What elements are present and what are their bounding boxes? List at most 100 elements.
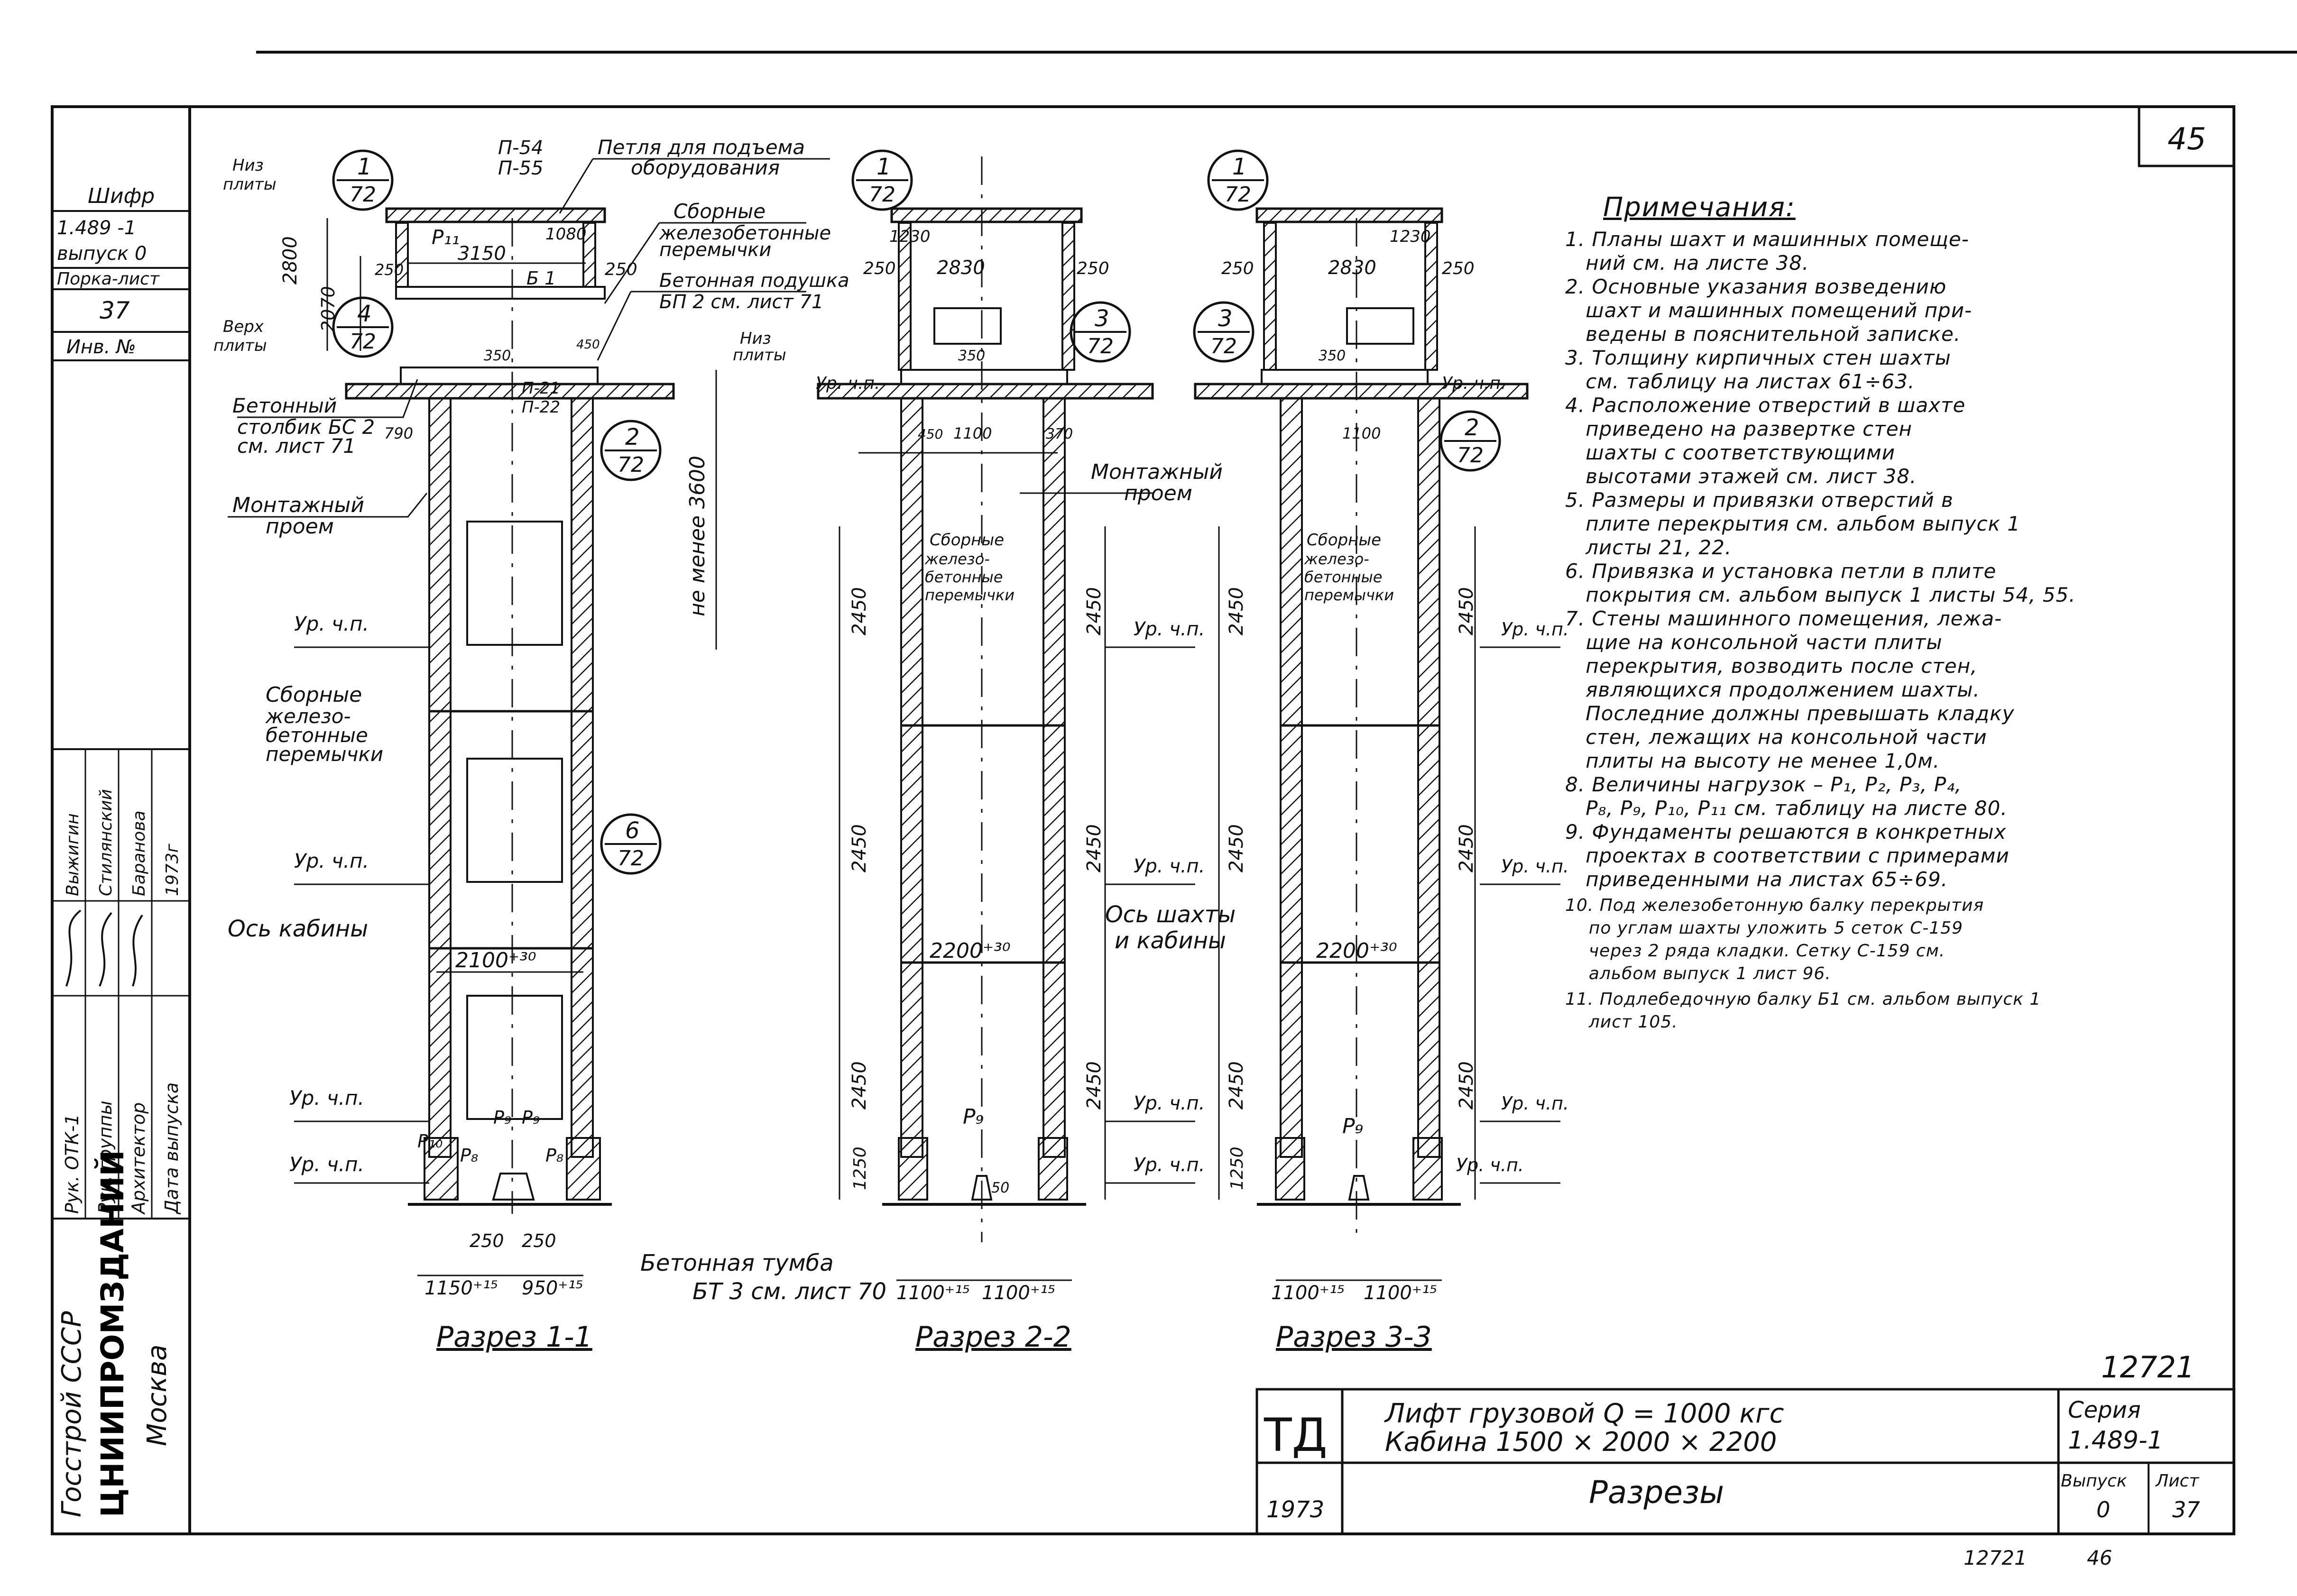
callout-1-72-a: 1 72 [332,149,394,211]
cipher-label: Шифр [88,184,155,208]
svg-text:1: 1 [1232,154,1247,180]
label-niz-plity-b: Низ [740,329,771,348]
label-verh-plity: Верх [223,317,264,336]
footer-num: 46 [2087,1546,2112,1569]
level-2-2-b: Ур. ч.п. [1134,855,1205,877]
year: 1973 [1266,1496,1324,1523]
callout-2-72-a: 2 72 [600,420,662,481]
labels: П-54 П-55 Петля для подъема оборудования… [213,136,1569,1305]
level-1-1-c: Ур. ч.п. [289,1086,364,1110]
label-p55: П-55 [498,157,543,179]
level-1-1-d: Ур. ч.п. [289,1153,364,1176]
svg-text:2: 2 [625,424,640,450]
dim-1100-c: 1100⁺¹⁵ [896,1282,970,1304]
series-value: 1.489-1 [2068,1426,2163,1455]
label-sborn3: перемычки [659,239,771,261]
notes-block: Примечания: 1. Планы шахт и машинных пом… [1565,192,2229,1034]
label-p9-left-b: P₉ [522,1107,540,1128]
level-3-3-d: Ур. ч.п. [1456,1155,1524,1175]
dim-950: 950⁺¹⁵ [522,1277,583,1299]
label-b1: Б 1 [526,268,556,289]
name-3: Баранова [129,810,149,896]
svg-text:72: 72 [1457,443,1484,468]
svg-text:6: 6 [625,817,640,844]
callout-1-72-c: 1 72 [1207,149,1269,211]
note-4: 4. Расположение отверстий в шахте привед… [1565,394,1966,488]
svg-text:3: 3 [1218,305,1233,332]
note-1: 1. Планы шахт и машинных помеще- ний см.… [1565,228,1969,275]
dim-790: 790 [384,424,413,442]
label-p22: П-22 [522,398,560,417]
dim-2830-b: 2830 [1328,257,1376,279]
level-1-1-b: Ур. ч.п. [294,849,369,872]
label-sb-small2-b: железо- [1304,550,1369,568]
sheet-frame [51,105,2235,1535]
series-label: Серия [2068,1397,2141,1423]
label-sb-small4-a: перемычки [925,586,1015,604]
dim-1230: 1230 [889,227,931,246]
org-line-3: Москва [142,1344,173,1446]
sheet-value: 37 [100,297,130,324]
org-line-2: ЦНИИПРОМЗДАНИЙ [94,1150,131,1517]
dim-450-b: 450 [918,426,943,442]
callout-3-72-b: 3 72 [1193,301,1255,363]
dim-1100-b: 1100 [1342,424,1381,442]
note-11: 11. Подлебедочную балку Б1 см. альбом вы… [1565,990,2041,1032]
label-p9-2-2: P₉ [963,1105,984,1129]
section-3-3 [1194,207,1560,1281]
note-10: 10. Под железобетонную балку перекрытия … [1565,896,1984,983]
dim-250-f: 250 [1442,259,1475,278]
dim-2450-f: 2450 [1083,1061,1105,1110]
dim-350-a: 350 [484,348,511,364]
label-sb-small2-a: железо- [924,550,990,568]
label-p11: P₁₁ [432,226,460,249]
org-block: Госстрой СССР ЦНИИПРОМЗДАНИЙ Москва [56,1150,173,1517]
label-ne-menee: не менее 3600 [685,456,710,616]
label-niz-plity2: плиты [223,175,277,194]
dim-1100-d: 1100⁺¹⁵ [982,1282,1055,1304]
dim-2450-i: 2450 [1226,824,1247,872]
dim-2450-h: 2450 [1456,587,1477,635]
dim-1100-f: 1100⁺¹⁵ [1364,1282,1437,1304]
note-7: 7. Стены машинного помещения, лежа- щие … [1565,607,2015,772]
page-number-box: 45 [2138,105,2235,167]
svg-text:72: 72 [1225,183,1251,207]
dimensions: 2800 2070 3150 1080 250 250 350 450 790 … [279,225,1477,1304]
dim-450-a: 450 [576,338,600,352]
dim-50: 50 [991,1180,1009,1196]
label-beton-stolb3: см. лист 71 [237,434,356,458]
level-1-1-a: Ур. ч.п. [294,612,369,635]
label-sb-small4-b: перемычки [1304,586,1394,604]
dim-250-g: 250 [470,1230,504,1251]
svg-text:72: 72 [618,453,644,477]
dim-2450-c: 2450 [849,824,870,872]
dim-1250-a: 1250 [850,1147,870,1190]
dim-2450-a: 2450 [849,587,870,635]
svg-text:1: 1 [357,154,372,180]
dim-2830: 2830 [937,257,985,279]
title-section-3-3: Разрез 3-3 [1276,1321,1432,1354]
svg-text:3: 3 [1095,305,1109,332]
note-3: 3. Толщину кирпичных стен шахты см. табл… [1565,346,1951,393]
dim-250-e: 250 [1221,259,1254,278]
callout-4-72: 4 72 [332,296,394,358]
label-p10: P₁₀ [417,1131,443,1152]
note-9: 9. Фундаменты решаются в конкретных прое… [1565,820,2010,891]
level-3-3-b: Ур. ч.п. [1501,856,1569,877]
svg-text:2: 2 [1465,414,1479,441]
sheet-label: Порка-лист [57,269,160,289]
list-value: 37 [2172,1497,2200,1523]
label-p9-left-a: P₉ [493,1107,511,1128]
label-sb-small3-b: бетонные [1304,568,1382,586]
section-1-1 [294,207,717,1276]
list-label: Лист [2155,1471,2199,1491]
label-sb-left4: перемычки [266,743,383,766]
callout-2-72-b: 2 72 [1439,410,1501,472]
label-verh-plity2: плиты [213,336,267,355]
dim-2100: 2100⁺³⁰ [455,948,536,972]
svg-text:72: 72 [350,330,376,354]
level-3-3-a: Ур. ч.п. [1501,619,1569,640]
drawing-code: 12721 [2101,1350,2195,1385]
dim-2200-a: 2200⁺³⁰ [930,939,1010,963]
note-6: 6. Привязка и установка петли в плите по… [1565,560,2076,606]
